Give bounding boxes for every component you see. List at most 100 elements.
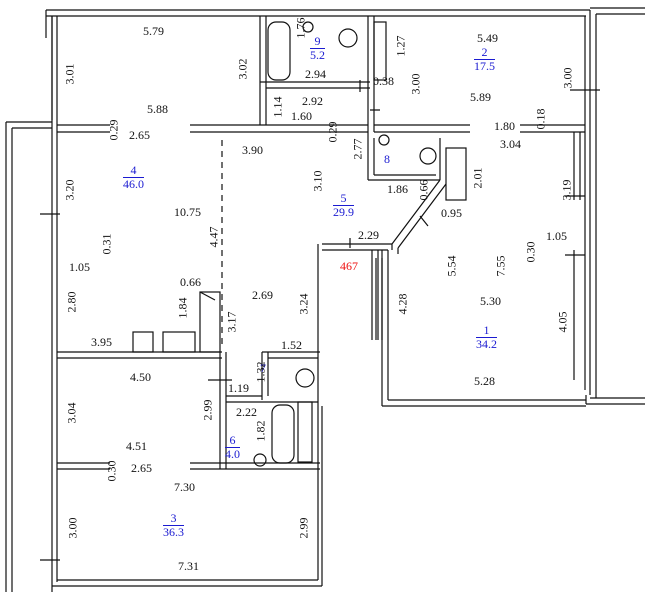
room-2-area: 17.5 [474,59,495,73]
dim-label: 3.04 [500,137,521,151]
dim-label: 2.29 [358,228,379,242]
dim-label: 2.80 [64,291,79,313]
room-1-number: 1 [476,324,497,338]
dim-label: 2.94 [305,67,326,81]
dim-label: 7.55 [493,255,508,277]
dim-label: 1.76 [293,17,308,39]
room-3-number: 3 [163,512,184,526]
dim-label: 0.30 [523,241,538,263]
room-9-area: 5.2 [310,48,325,62]
dim-label: 2.77 [350,138,365,160]
exterior-wall-left [51,16,58,592]
dim-label: 0.18 [533,108,548,130]
room-1-area: 34.2 [476,337,497,351]
dim-label: 0.95 [441,206,462,220]
exterior-wall-top [45,9,590,120]
dim-label: 3.24 [296,293,311,315]
room-6-label: 6 4.0 [225,434,240,461]
dim-label: 2.22 [236,405,257,419]
room-1-label: 1 34.2 [476,324,497,351]
toilet-7 [295,368,315,388]
dim-label: 1.84 [175,297,190,319]
room-7-number: 7 [260,361,266,375]
room-5-label: 5 29.9 [333,192,354,219]
sink-6 [253,453,267,467]
dim-label: 3.00 [65,517,80,539]
bathtub-9 [267,21,291,81]
wall-bath7-6 [219,351,320,469]
room-4-label: 4 46.0 [123,164,144,191]
dim-label: 5.79 [143,24,164,38]
sink-9 [302,21,314,33]
dim-label: 3.04 [64,402,79,424]
room-8-label: 8 [380,153,394,166]
dim-label: 0.30 [104,460,119,482]
dim-label: 3.19 [559,179,574,201]
dim-label: 0.29 [106,119,121,141]
dim-label: 0.29 [325,121,340,143]
dim-label: 1.05 [69,260,90,274]
dim-label: 5.30 [480,294,501,308]
wall-room3-top [57,462,320,470]
dim-label: 0.66 [180,275,201,289]
room-2-label: 2 17.5 [474,46,495,73]
dim-label: 1.80 [494,119,515,133]
room-6-number: 6 [225,434,240,448]
stove [132,331,154,353]
wall-room1-left [391,179,447,254]
dim-label: 3.00 [408,73,423,95]
dim-label: 3.20 [62,179,77,201]
wardrobe-1 [375,258,383,340]
dim-label: 4.47 [206,226,221,248]
dim-label: 2.92 [302,94,323,108]
room-7-label: 7 [256,362,270,375]
dim-label: 0.38 [373,74,394,88]
dim-label: 2.01 [470,167,485,189]
wall-bath9 [259,16,375,132]
wall-room1-stub [371,132,581,380]
door-swing-1 [199,291,216,301]
exterior-wall-bottom [52,406,323,587]
kitchen-counter [199,291,221,353]
dim-label: 1.82 [253,420,268,442]
dim-label: 4.51 [126,439,147,453]
shower-room2 [373,21,387,81]
wall-room4-bottom [57,351,222,359]
dim-label: 3.90 [242,143,263,157]
dim-label: 4.05 [555,311,570,333]
dim-label: 3.17 [224,311,239,333]
dim-label: 1.32 [253,361,268,383]
dim-label: 1.86 [387,182,408,196]
room-3-area: 36.3 [163,525,184,539]
wall-room4-top [57,124,368,133]
room-4-area: 46.0 [123,177,144,191]
dim-label: 1.19 [228,381,249,395]
dim-label: 1.05 [546,229,567,243]
shower-wc8 [445,147,467,201]
dim-label: 3.02 [235,58,250,80]
balcony-left [5,121,52,592]
dim-label: 5.54 [444,255,459,277]
sink [162,331,196,353]
sink-8 [378,134,390,146]
dim-label: 2.65 [129,128,150,142]
shower-room6 [297,401,313,463]
room-2-number: 2 [474,46,495,60]
room-9-label: 9 5.2 [310,35,325,62]
room-5-number: 5 [333,192,354,206]
dim-label: 2.69 [252,288,273,302]
toilet-9 [338,28,358,48]
dim-label: 1.52 [281,338,302,352]
balcony-right [585,7,645,405]
dim-label: 2.99 [200,399,215,421]
dim-label: 3.01 [62,63,77,85]
dim-label: 0.31 [99,233,114,255]
dim-label: 5.89 [470,90,491,104]
dim-label: 4.28 [395,293,410,315]
wall-corridor-right [317,243,392,406]
room-3-label: 3 36.3 [163,512,184,539]
room-4-number: 4 [123,164,144,178]
dim-label: 2.99 [296,517,311,539]
room-9-number: 9 [310,35,325,49]
